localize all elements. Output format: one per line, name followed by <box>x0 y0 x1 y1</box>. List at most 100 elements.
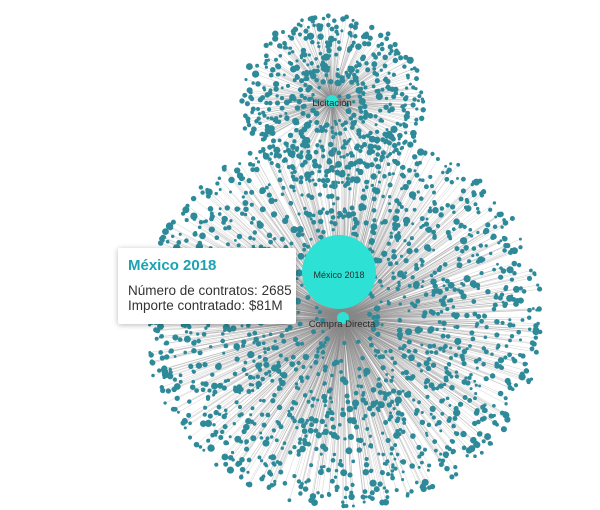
compra-directa-leaf-node[interactable] <box>462 224 467 229</box>
licitacion-leaf-node[interactable] <box>336 67 340 71</box>
compra-directa-leaf-node[interactable] <box>195 362 203 369</box>
licitacion-leaf-node[interactable] <box>349 71 353 75</box>
compra-directa-leaf-node[interactable] <box>349 490 354 495</box>
compra-directa-leaf-node[interactable] <box>202 361 208 368</box>
compra-directa-leaf-node[interactable] <box>278 424 284 430</box>
compra-directa-leaf-node[interactable] <box>212 423 216 427</box>
licitacion-leaf-node[interactable] <box>282 73 286 77</box>
compra-directa-leaf-node[interactable] <box>311 329 316 335</box>
licitacion-leaf-node[interactable] <box>390 125 398 134</box>
compra-directa-leaf-node[interactable] <box>300 232 305 237</box>
licitacion-leaf-node[interactable] <box>349 178 354 183</box>
compra-directa-leaf-node[interactable] <box>394 418 400 424</box>
compra-directa-leaf-node[interactable] <box>249 220 254 225</box>
compra-directa-leaf-node[interactable] <box>372 319 380 327</box>
compra-directa-leaf-node[interactable] <box>250 167 256 173</box>
compra-directa-leaf-node[interactable] <box>321 431 325 435</box>
licitacion-leaf-node[interactable] <box>329 26 335 32</box>
compra-directa-leaf-node[interactable] <box>347 472 353 478</box>
compra-directa-leaf-node[interactable] <box>298 437 303 442</box>
licitacion-leaf-node[interactable] <box>393 48 400 54</box>
compra-directa-leaf-node[interactable] <box>526 275 533 281</box>
compra-directa-leaf-node[interactable] <box>503 396 508 401</box>
compra-directa-leaf-node[interactable] <box>507 249 514 256</box>
licitacion-leaf-node[interactable] <box>353 119 358 124</box>
licitacion-leaf-node[interactable] <box>306 32 315 40</box>
compra-directa-leaf-node[interactable] <box>516 262 522 268</box>
compra-directa-leaf-node[interactable] <box>212 393 216 397</box>
hub-node-licitacion[interactable] <box>326 95 338 107</box>
compra-directa-leaf-node[interactable] <box>389 235 394 239</box>
compra-directa-leaf-node[interactable] <box>282 157 288 163</box>
compra-directa-leaf-node[interactable] <box>302 353 310 361</box>
compra-directa-leaf-node[interactable] <box>200 190 205 195</box>
compra-directa-leaf-node[interactable] <box>504 377 511 384</box>
compra-directa-leaf-node[interactable] <box>388 411 393 415</box>
compra-directa-leaf-node[interactable] <box>292 336 299 343</box>
compra-directa-leaf-node[interactable] <box>414 480 419 485</box>
licitacion-leaf-node[interactable] <box>250 110 254 115</box>
compra-directa-leaf-node[interactable] <box>420 263 424 267</box>
compra-directa-leaf-node[interactable] <box>357 366 362 371</box>
compra-directa-leaf-node[interactable] <box>198 185 204 190</box>
compra-directa-leaf-node[interactable] <box>417 465 421 469</box>
compra-directa-leaf-node[interactable] <box>370 183 375 188</box>
compra-directa-leaf-node[interactable] <box>425 350 430 355</box>
compra-directa-leaf-node[interactable] <box>149 360 156 366</box>
licitacion-leaf-node[interactable] <box>302 95 308 101</box>
licitacion-leaf-node[interactable] <box>292 139 297 144</box>
compra-directa-leaf-node[interactable] <box>398 346 402 351</box>
compra-directa-leaf-node[interactable] <box>381 250 388 257</box>
compra-directa-leaf-node[interactable] <box>186 412 192 418</box>
compra-directa-leaf-node[interactable] <box>396 151 402 156</box>
compra-directa-leaf-node[interactable] <box>251 163 256 167</box>
compra-directa-leaf-node[interactable] <box>388 414 394 420</box>
compra-directa-leaf-node[interactable] <box>428 326 435 333</box>
compra-directa-leaf-node[interactable] <box>394 208 400 214</box>
licitacion-leaf-node[interactable] <box>345 153 350 157</box>
compra-directa-leaf-node[interactable] <box>511 296 517 302</box>
compra-directa-leaf-node[interactable] <box>443 343 448 349</box>
compra-directa-leaf-node[interactable] <box>280 192 285 196</box>
compra-directa-leaf-node[interactable] <box>330 457 336 463</box>
compra-directa-leaf-node[interactable] <box>350 482 355 488</box>
compra-directa-leaf-node[interactable] <box>379 158 384 163</box>
compra-directa-leaf-node[interactable] <box>457 346 461 350</box>
compra-directa-leaf-node[interactable] <box>290 184 296 190</box>
compra-directa-leaf-node[interactable] <box>351 226 356 231</box>
licitacion-leaf-node[interactable] <box>264 100 269 106</box>
compra-directa-leaf-node[interactable] <box>296 452 301 457</box>
compra-directa-leaf-node[interactable] <box>187 399 192 404</box>
compra-directa-leaf-node[interactable] <box>250 435 257 442</box>
licitacion-leaf-node[interactable] <box>299 93 304 98</box>
compra-directa-leaf-node[interactable] <box>460 188 466 194</box>
licitacion-leaf-node[interactable] <box>384 96 389 100</box>
compra-directa-leaf-node[interactable] <box>305 375 310 380</box>
compra-directa-leaf-node[interactable] <box>351 459 356 464</box>
compra-directa-leaf-node[interactable] <box>406 179 412 185</box>
compra-directa-leaf-node[interactable] <box>275 420 280 424</box>
compra-directa-leaf-node[interactable] <box>252 376 256 380</box>
compra-directa-leaf-node[interactable] <box>323 404 327 408</box>
compra-directa-leaf-node[interactable] <box>249 202 254 207</box>
licitacion-leaf-node[interactable] <box>336 150 342 156</box>
compra-directa-leaf-node[interactable] <box>168 370 173 375</box>
licitacion-leaf-node[interactable] <box>362 114 368 120</box>
compra-directa-leaf-node[interactable] <box>319 452 323 456</box>
compra-directa-leaf-node[interactable] <box>222 424 228 430</box>
compra-directa-leaf-node[interactable] <box>420 410 424 415</box>
compra-directa-leaf-node[interactable] <box>328 407 332 411</box>
compra-directa-leaf-node[interactable] <box>196 332 200 336</box>
compra-directa-leaf-node[interactable] <box>234 167 241 174</box>
compra-directa-leaf-node[interactable] <box>422 447 428 452</box>
compra-directa-leaf-node[interactable] <box>338 458 343 463</box>
compra-directa-leaf-node[interactable] <box>223 226 228 231</box>
compra-directa-leaf-node[interactable] <box>377 401 383 407</box>
licitacion-leaf-node[interactable] <box>355 60 359 64</box>
licitacion-leaf-node[interactable] <box>398 55 404 61</box>
compra-directa-leaf-node[interactable] <box>270 378 275 383</box>
compra-directa-leaf-node[interactable] <box>343 437 347 441</box>
compra-directa-leaf-node[interactable] <box>306 399 311 404</box>
compra-directa-leaf-node[interactable] <box>500 320 505 325</box>
licitacion-leaf-node[interactable] <box>313 182 318 187</box>
